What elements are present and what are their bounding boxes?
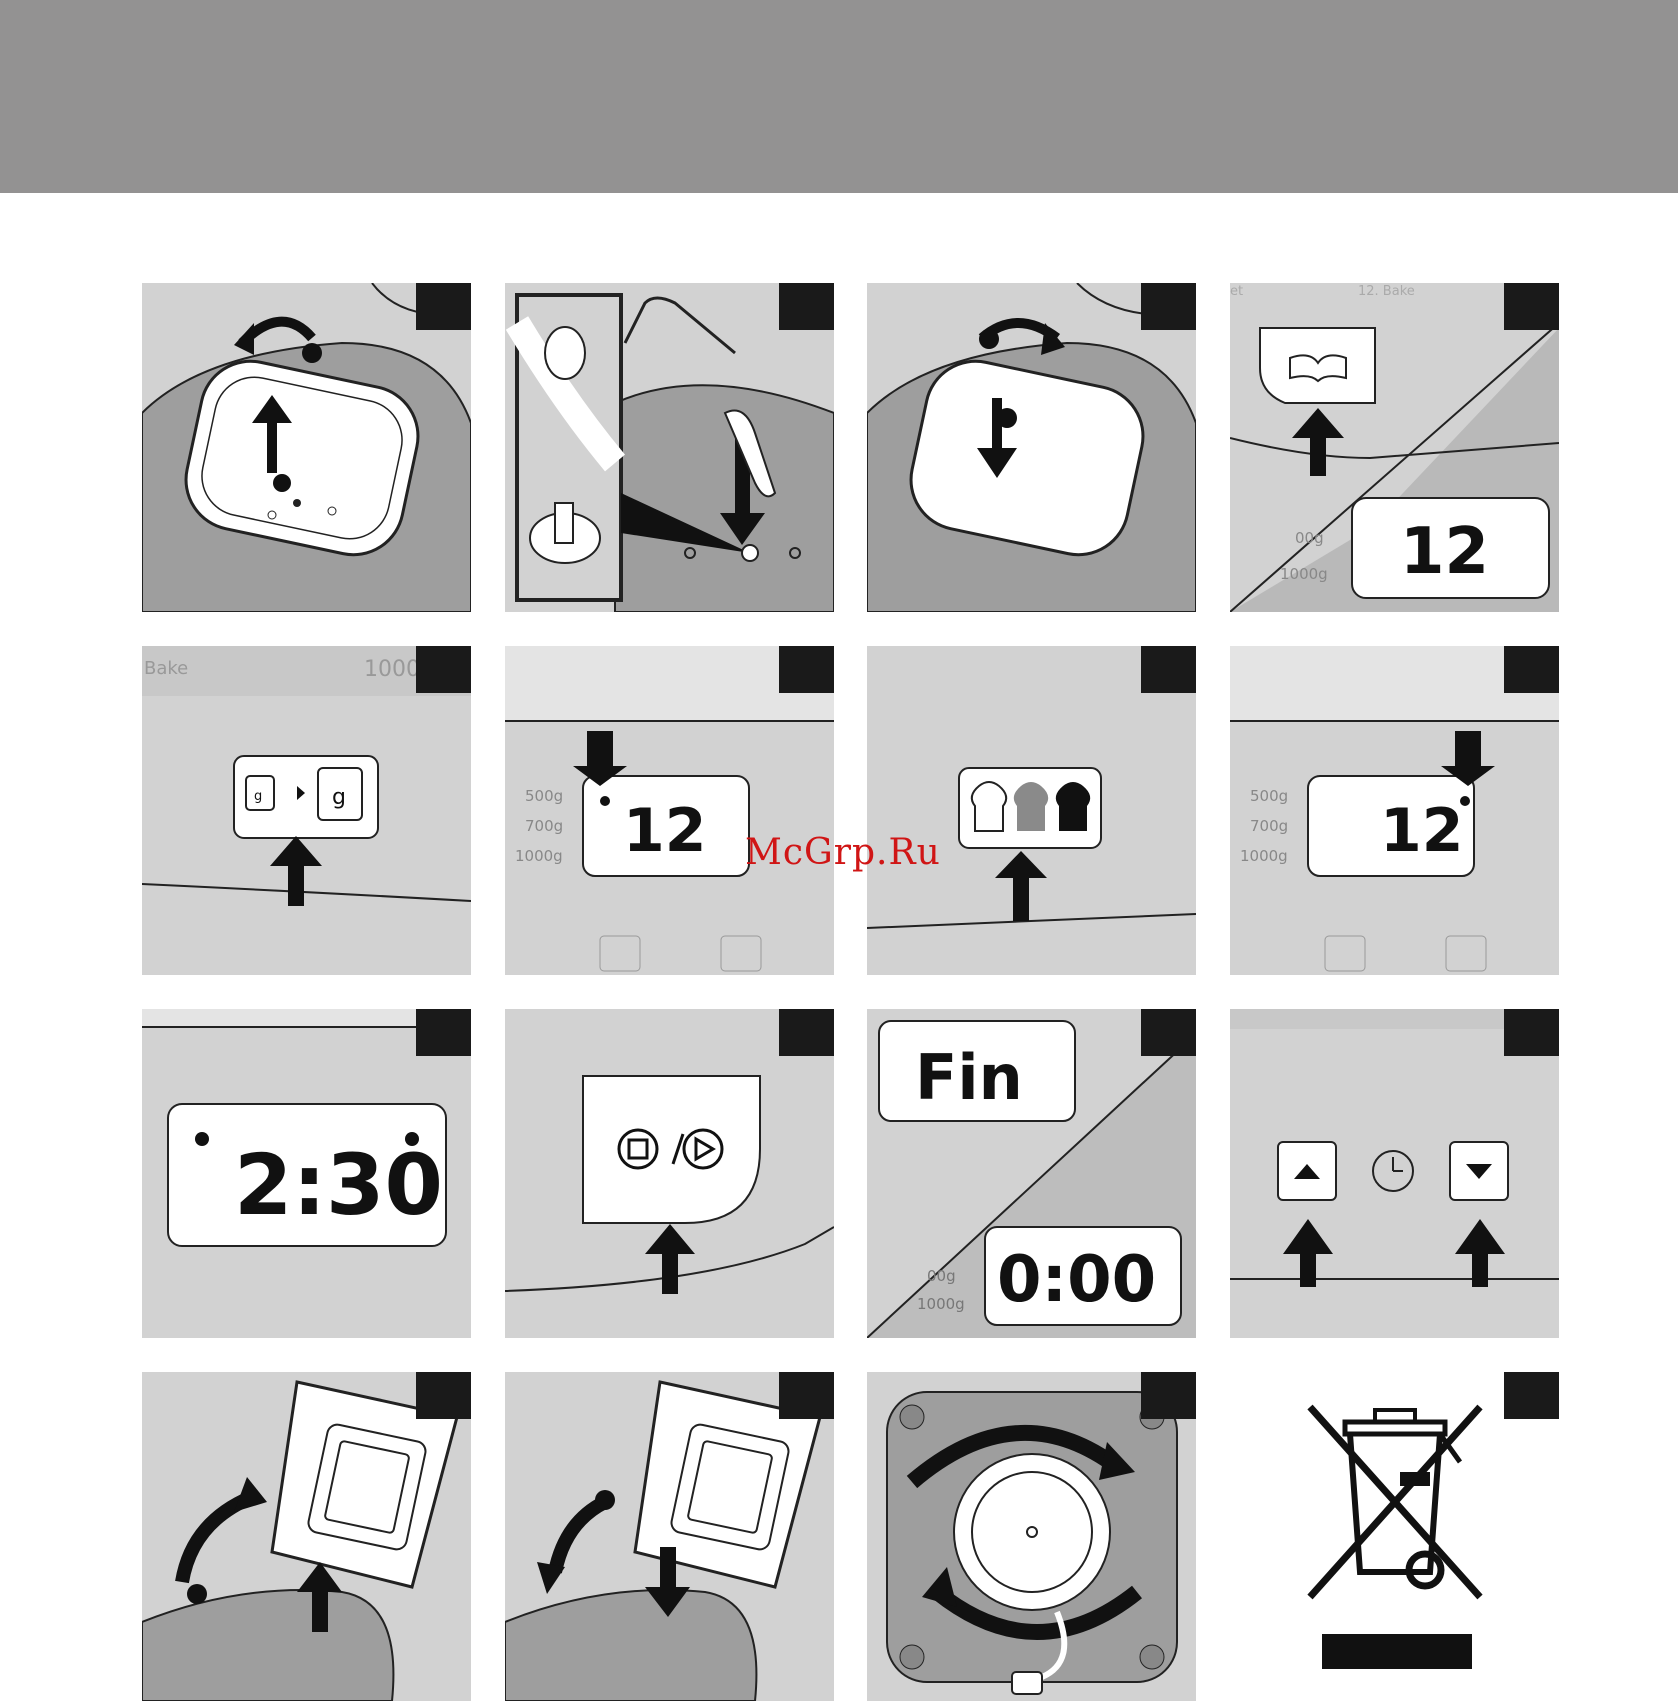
display-230: 2:30 — [234, 1136, 443, 1234]
svg-text:1000g: 1000g — [917, 1295, 965, 1313]
step-3-insert-pan — [867, 283, 1196, 612]
step-5-weight: Bake 1000 g g — [142, 646, 471, 975]
step-6-weight-display: 500g 700g 1000g 12 — [505, 646, 834, 975]
svg-text:700g: 700g — [1250, 817, 1288, 835]
step-15-cord-storage — [867, 1372, 1196, 1701]
svg-text:500g: 500g — [1250, 787, 1288, 805]
step-badge — [779, 646, 834, 693]
svg-text:00g: 00g — [1295, 529, 1324, 547]
step-badge — [1504, 1372, 1559, 1419]
step-badge — [1141, 646, 1196, 693]
step-11-finish: Fin 0:00 00g 1000g — [867, 1009, 1196, 1338]
step-badge — [779, 1009, 834, 1056]
display-12: 12 — [1400, 515, 1489, 589]
step-badge — [416, 1372, 471, 1419]
watermark: McGrp.Ru — [745, 832, 941, 873]
step-14-close-lid — [505, 1372, 834, 1701]
disposal-bar — [1322, 1634, 1472, 1669]
svg-text:700g: 700g — [525, 817, 563, 835]
step-8-crust-display: 500g 700g 1000g 12 — [1230, 646, 1559, 975]
step-badge — [1504, 1009, 1559, 1056]
svg-text:00g: 00g — [927, 1267, 956, 1285]
menu-label: 12. Bake — [1358, 284, 1415, 299]
svg-text:12: 12 — [623, 796, 707, 866]
step-badge — [416, 1009, 471, 1056]
step-1-remove-pan — [142, 283, 471, 612]
svg-text:1000g: 1000g — [515, 847, 563, 865]
step-badge — [416, 646, 471, 693]
step-4-menu-select: et 12. Bake 12 00g 1000g — [1230, 283, 1559, 612]
svg-text:1000: 1000 — [364, 657, 420, 682]
header-bar — [0, 0, 1678, 193]
step-7-crust — [867, 646, 1196, 975]
step-10-start — [505, 1009, 834, 1338]
svg-text:1000g: 1000g — [1240, 847, 1288, 865]
display-fin: Fin — [915, 1041, 1023, 1114]
svg-text:Bake: Bake — [144, 658, 188, 679]
step-2-kneader — [505, 283, 834, 612]
step-9-delay: 2:30 — [142, 1009, 471, 1338]
svg-text:1000g: 1000g — [1280, 565, 1328, 583]
step-badge — [1504, 646, 1559, 693]
weee-bin-icon — [1310, 1407, 1480, 1597]
svg-text:500g: 500g — [525, 787, 563, 805]
svg-text:12: 12 — [1380, 796, 1464, 866]
step-13-open-lid — [142, 1372, 471, 1701]
step-badge — [1141, 283, 1196, 330]
display-000: 0:00 — [997, 1243, 1156, 1317]
step-12-timer-keys — [1230, 1009, 1559, 1338]
step-badge — [416, 283, 471, 330]
step-badge — [779, 1372, 834, 1419]
svg-text:g: g — [254, 789, 262, 804]
menu-label-left: et — [1230, 284, 1243, 299]
step-badge — [1504, 283, 1559, 330]
step-badge — [779, 283, 834, 330]
svg-text:g: g — [332, 785, 346, 810]
step-badge — [1141, 1009, 1196, 1056]
timer-icon — [1373, 1151, 1413, 1191]
step-badge — [1141, 1372, 1196, 1419]
step-16-disposal — [1230, 1372, 1559, 1701]
